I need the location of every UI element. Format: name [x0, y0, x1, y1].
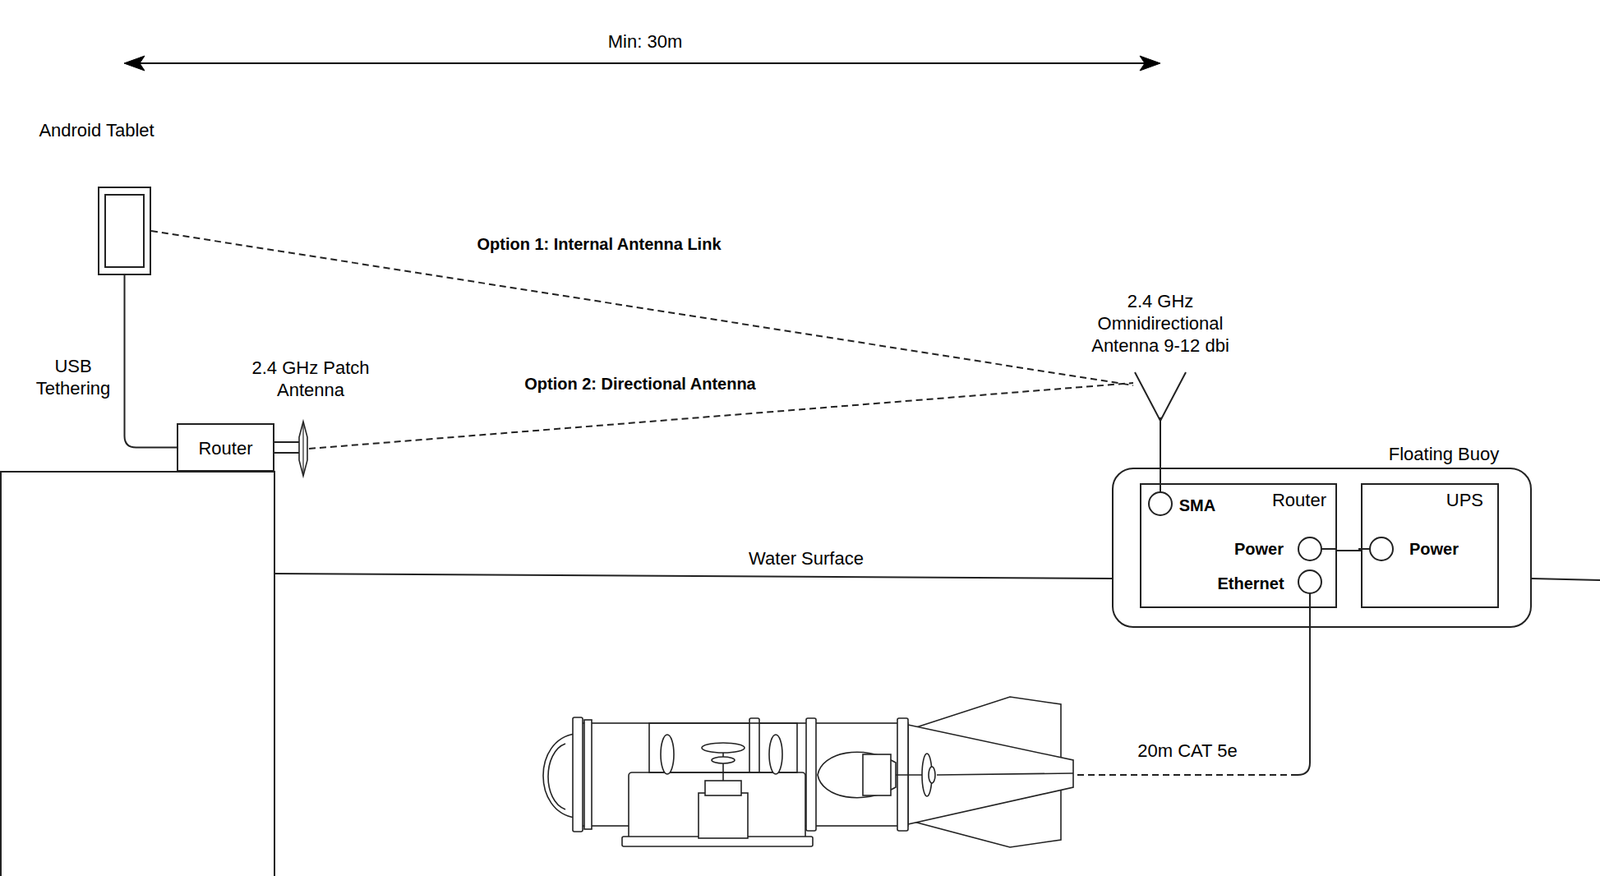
rov-illustration [928, 766, 936, 784]
node-text: 2.4 GHz Patch Antenna [243, 356, 379, 402]
omni-antenna: 2.4 GHz Omnidirectional Antenna 9-12 dbi [1133, 368, 1188, 423]
surface-label: Water Surface [748, 547, 864, 570]
node-text: 2.4 GHz Omnidirectional Antenna 9-12 dbi [1080, 290, 1241, 357]
edge-label: USB Tethering [27, 355, 119, 400]
patch-antenna-symbol [302, 424, 304, 474]
rov-illustration [660, 734, 674, 775]
node-text: UPS [1446, 488, 1484, 512]
port-label: SMA [1179, 495, 1216, 516]
rov-illustration [936, 773, 1074, 775]
port-circle [1298, 570, 1322, 594]
rov-illustration [769, 734, 783, 775]
tablet-outline [98, 187, 151, 275]
rov-illustration [543, 696, 1074, 848]
wifi-link [308, 382, 1134, 449]
wire [1074, 481, 1370, 775]
omni-antenna-symbol [1133, 368, 1188, 423]
port-circle [1148, 492, 1172, 516]
node-text: Router [1272, 488, 1327, 512]
router-box: Router [1139, 483, 1338, 609]
patch-antenna-symbol [297, 420, 309, 477]
usb-cable [124, 275, 178, 448]
dock-structure [0, 471, 275, 876]
tablet-outline [105, 194, 144, 268]
port-label: Power [1234, 539, 1284, 559]
edge-label: Option 1: Internal Antenna Link [476, 234, 721, 254]
distance-label: Min: 30m [608, 30, 683, 53]
antenna-feed [1159, 422, 1162, 484]
rov-illustration [628, 772, 806, 840]
dock-structure [0, 471, 275, 876]
distance-arrow [124, 55, 145, 71]
rov-illustration [908, 724, 1074, 825]
node-text: Router [198, 436, 253, 459]
rov-illustration [548, 743, 566, 810]
omni-antenna-symbol [1134, 372, 1186, 421]
wire [1297, 593, 1310, 775]
port-circle [1148, 492, 1393, 594]
wire [1074, 774, 1298, 776]
cable-label: 20m CAT 5e [1137, 739, 1237, 762]
rov-illustration [711, 756, 735, 764]
distance-arrow [124, 55, 1161, 71]
patch-antenna: 2.4 GHz Patch Antenna [297, 420, 309, 477]
port-circle [1298, 537, 1322, 561]
node-text: Floating Buoy [1388, 442, 1500, 466]
antenna-feed [274, 442, 300, 453]
patch-antenna-symbol [299, 421, 308, 476]
power-cable [1337, 549, 1361, 552]
rov-illustration [705, 780, 742, 796]
router-box: Router [176, 423, 275, 472]
distance-arrow [1139, 55, 1161, 71]
wire [1321, 548, 1337, 550]
floating-buoy: Floating BuoyRouterUPS [1111, 467, 1532, 628]
omni-antenna-symbol [1159, 417, 1162, 423]
rov-illustration [543, 733, 576, 818]
water-surface-line [274, 573, 1112, 579]
rov-illustration [806, 718, 817, 831]
node-text: Android Tablet [38, 119, 154, 142]
water-surface-line [274, 573, 1600, 581]
tablet-outline [97, 186, 152, 276]
edge-label: Option 2: Directional Antenna [524, 373, 757, 394]
ups-box: UPS [1360, 483, 1499, 609]
rov-illustration [862, 754, 891, 796]
tablet-device: Android Tablet [97, 186, 152, 276]
rov-illustration [701, 742, 745, 753]
water-surface-line [1531, 578, 1600, 581]
port-label: Power [1409, 539, 1459, 559]
distance-arrow [138, 62, 1147, 65]
rov-illustration [584, 719, 592, 830]
port-circle [1369, 537, 1393, 561]
rov-illustration [817, 751, 896, 798]
rov-illustration [572, 717, 583, 832]
rov-illustration [698, 793, 748, 839]
port-label: Ethernet [1217, 573, 1284, 594]
